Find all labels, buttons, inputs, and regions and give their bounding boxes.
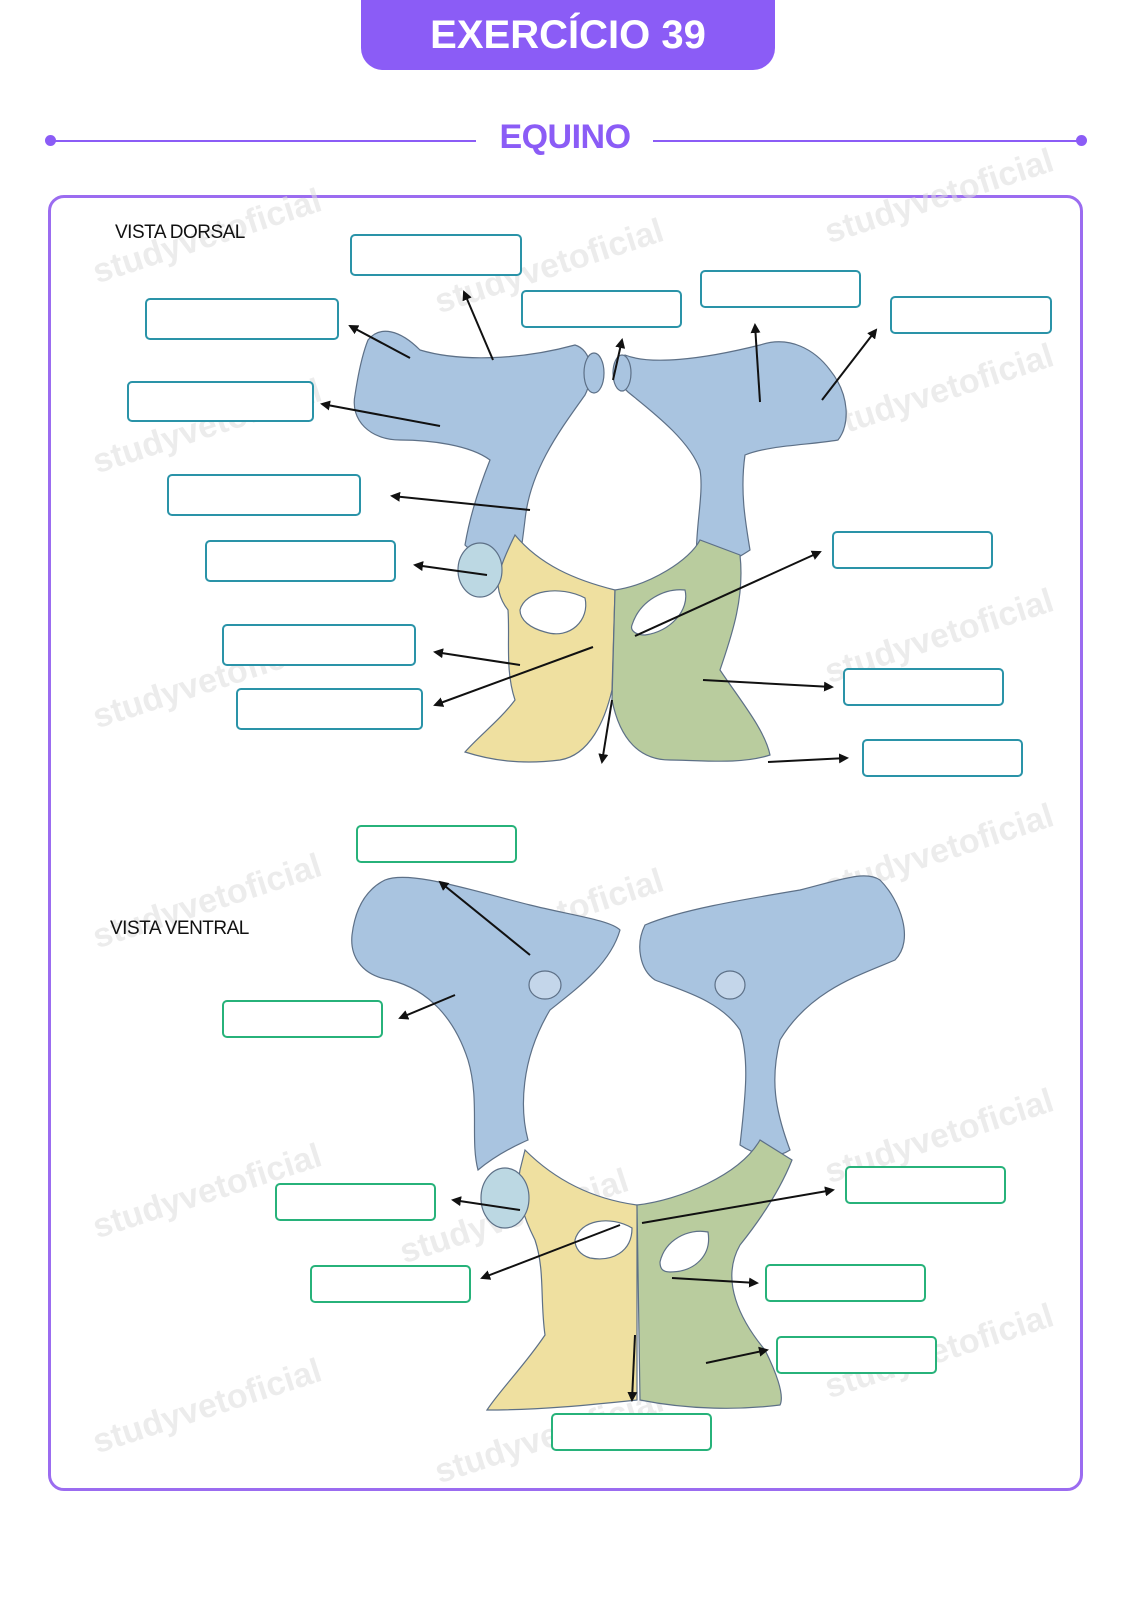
acetabulum-dorsal — [457, 542, 503, 598]
dorsal-answer-box-5[interactable] — [890, 296, 1052, 334]
dorsal-answer-box-4[interactable] — [700, 270, 861, 308]
dorsal-answer-box-6[interactable] — [127, 381, 314, 422]
right-ilium-dorsal — [617, 341, 847, 581]
divider-line-left — [50, 140, 476, 142]
ventral-answer-box-1[interactable] — [356, 825, 517, 863]
species-subtitle: EQUINO — [499, 118, 631, 156]
dorsal-view-label: VISTA DORSAL — [115, 222, 245, 243]
ventral-answer-box-8[interactable] — [551, 1413, 712, 1451]
divider-dot-right — [1076, 135, 1087, 146]
exercise-frame — [48, 195, 1083, 1491]
ventral-answer-box-6[interactable] — [765, 1264, 926, 1302]
right-tuber-sacrale — [612, 354, 632, 392]
dorsal-answer-box-1[interactable] — [350, 234, 522, 276]
right-ischium-dorsal — [611, 539, 771, 762]
dorsal-answer-box-11[interactable] — [236, 688, 423, 730]
divider-line-right — [653, 140, 1083, 142]
left-obturator-foramen — [519, 590, 587, 635]
left-obturator-foramen-ventral — [574, 1220, 633, 1260]
ventral-pointer-arrows — [398, 880, 835, 1402]
dorsal-answer-box-10[interactable] — [222, 624, 416, 666]
ventral-answer-box-5[interactable] — [310, 1265, 471, 1303]
dorsal-answer-box-8[interactable] — [205, 540, 396, 582]
right-obturator-foramen-ventral — [659, 1230, 710, 1273]
ventral-answer-box-4[interactable] — [275, 1183, 436, 1221]
dorsal-answer-box-2[interactable] — [145, 298, 339, 340]
dorsal-pelvis — [353, 330, 847, 763]
dorsal-answer-box-13[interactable] — [862, 739, 1023, 777]
left-ilium-ventral — [351, 876, 621, 1172]
exercise-title: EXERCÍCIO 39 — [361, 0, 775, 70]
ventral-answer-box-3[interactable] — [845, 1166, 1006, 1204]
acetabulum-ventral — [480, 1167, 530, 1229]
dorsal-answer-box-7[interactable] — [167, 474, 361, 516]
ventral-answer-box-2[interactable] — [222, 1000, 383, 1038]
right-psoas-tubercle — [714, 970, 746, 1000]
right-ilium-ventral — [639, 875, 905, 1157]
ventral-view-label: VISTA VENTRAL — [110, 918, 249, 939]
dorsal-answer-box-3[interactable] — [521, 290, 682, 328]
dorsal-pointer-arrows — [320, 290, 878, 764]
left-tuber-sacrale — [583, 352, 605, 394]
ventral-pelvis — [351, 875, 905, 1411]
dorsal-answer-box-12[interactable] — [843, 668, 1004, 706]
left-psoas-tubercle — [528, 970, 562, 1000]
ventral-answer-box-7[interactable] — [776, 1336, 937, 1374]
dorsal-answer-box-9[interactable] — [832, 531, 993, 569]
